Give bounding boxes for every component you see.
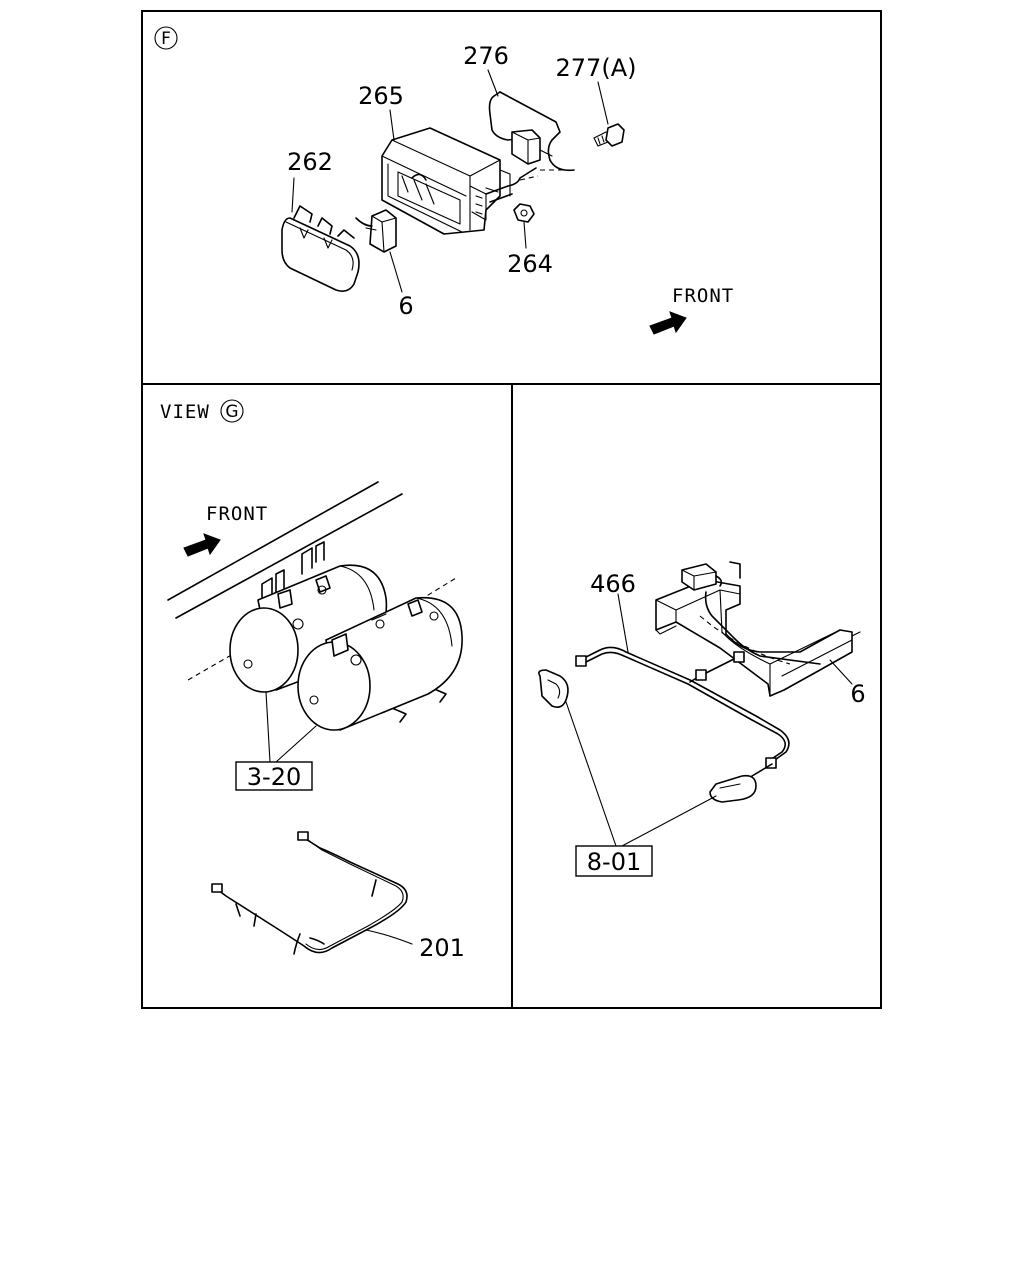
rail-structure — [655, 561, 861, 697]
view-marker-circle-f — [154, 26, 178, 50]
panel-bottom-left: VIEW G FRONT — [160, 399, 465, 962]
panel-top: F — [154, 26, 734, 335]
callout-466: 466 — [590, 570, 636, 598]
tank-brackets — [261, 541, 447, 723]
callout-277a: 277(A) — [556, 54, 637, 82]
part-264-nut — [513, 203, 535, 223]
reference-3-20: 3-20 — [247, 763, 301, 791]
callout-262: 262 — [287, 148, 333, 176]
leader-3-20-a — [265, 691, 271, 763]
part-262-lens — [281, 205, 360, 292]
front-label-top: FRONT — [672, 285, 734, 307]
callout-201: 201 — [419, 934, 465, 962]
front-arrow-icon — [183, 533, 221, 557]
part-276-connector — [485, 91, 575, 203]
part-6-clip — [355, 209, 397, 253]
callout-265: 265 — [358, 82, 404, 110]
part-277-screw — [593, 123, 625, 147]
panel-frames — [141, 10, 882, 1009]
view-prefix: VIEW — [160, 401, 210, 423]
leader-8-01-b — [621, 795, 717, 847]
reference-8-01: 8-01 — [587, 848, 641, 876]
harness-466 — [575, 646, 790, 777]
reference-box-8-01 — [575, 845, 653, 877]
leader-466 — [617, 593, 629, 653]
leader-3-20-b — [275, 725, 317, 763]
leader-8-01-a — [565, 701, 617, 847]
front-label-left: FRONT — [206, 503, 268, 525]
top-leader-lines — [291, 69, 609, 293]
front-arrow-icon — [649, 311, 687, 335]
callout-6-top: 6 — [398, 292, 413, 320]
reference-box-3-20 — [235, 761, 313, 791]
callout-264: 264 — [507, 250, 553, 278]
callout-276: 276 — [463, 42, 509, 70]
panel-bottom-right: 466 6 8-01 — [538, 561, 866, 877]
frame-rail — [167, 481, 457, 681]
callout-6-right: 6 — [850, 680, 865, 708]
harness-connector-top — [681, 563, 821, 665]
harness-201 — [211, 831, 413, 955]
view-marker-f: F — [161, 29, 171, 49]
leader-6-right — [829, 659, 853, 685]
view-marker-circle-g — [220, 399, 244, 423]
view-marker-g: G — [225, 402, 238, 422]
air-tank-front — [297, 596, 463, 731]
marker-lamps — [538, 669, 757, 803]
part-265-housing — [381, 127, 511, 235]
